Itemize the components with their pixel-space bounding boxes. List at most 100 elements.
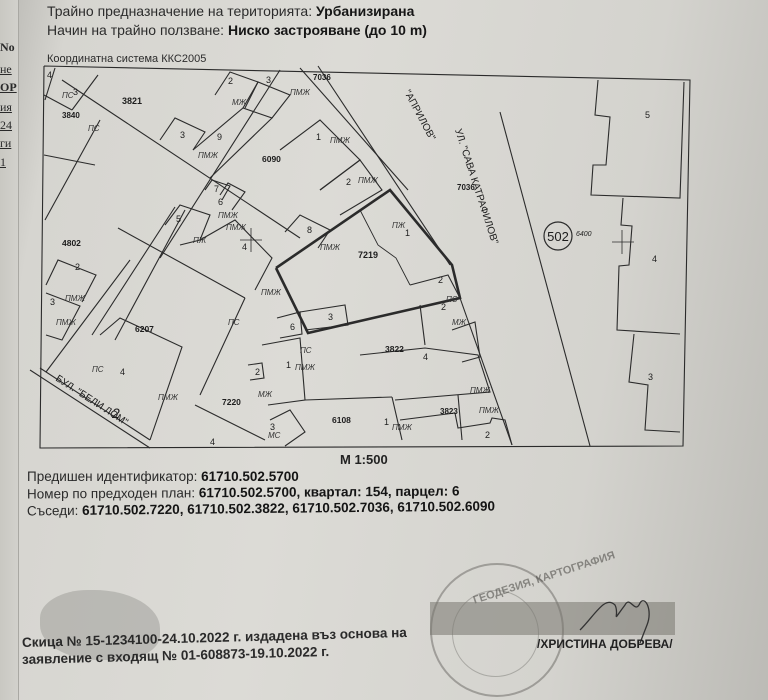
svg-text:ПЖ: ПЖ [193,236,207,245]
svg-text:2: 2 [228,76,233,86]
svg-text:ПМЖ: ПМЖ [198,151,218,160]
signature [579,600,650,644]
edge-fragment: ия [0,100,12,114]
svg-text:3: 3 [73,87,78,97]
svg-text:2: 2 [438,275,443,285]
faded-map-stamp [40,590,160,660]
svg-text:ПС: ПС [92,365,104,374]
edge-fragment: OP [0,80,17,94]
svg-text:3: 3 [328,312,333,322]
svg-text:ПМЖ: ПМЖ [479,406,499,415]
parcel-label: 4802 [62,238,81,248]
signer-name: /ХРИСТИНА ДОБРЕВА/ [537,637,673,651]
svg-text:2: 2 [255,367,260,377]
svg-text:1: 1 [286,360,291,370]
block-circle [543,221,573,251]
svg-text:ПМЖ: ПМЖ [392,423,412,432]
svg-text:4: 4 [120,367,125,377]
svg-text:3: 3 [266,75,271,85]
svg-text:4: 4 [423,352,428,362]
svg-text:1: 1 [316,132,321,142]
svg-text:ПС: ПС [88,124,100,133]
cadastral-map: 502 7219 3821 3840 6090 7036 7036 4802 6… [29,65,691,449]
parcel-label: 6108 [332,415,351,425]
svg-text:МЖ: МЖ [232,98,247,107]
svg-text:ПМЖ: ПМЖ [261,288,281,297]
svg-text:5: 5 [176,214,181,224]
edge-fragment: No [0,40,15,54]
svg-text:2: 2 [441,302,446,312]
parcel-label: 7036 [313,73,331,82]
svg-text:3: 3 [270,422,275,432]
svg-text:4: 4 [652,254,657,264]
prev-id-value: 61710.502.5700 [201,469,299,484]
edge-fragment: 1 [0,155,6,169]
usage-type: Начин на трайно ползване: Ниско застрояв… [47,22,427,38]
svg-text:ПС: ПС [62,91,74,100]
parcel-label: 3822 [385,344,404,354]
svg-text:6: 6 [218,197,223,207]
territory-purpose: Трайно предназначение на територията: Ур… [47,3,414,19]
svg-text:ПМЖ: ПМЖ [65,294,85,303]
svg-text:8: 8 [307,225,312,235]
svg-text:ПМЖ: ПМЖ [320,243,340,252]
svg-text:2: 2 [111,405,120,421]
parcel-label: 3821 [122,96,142,106]
svg-text:ПМЖ: ПМЖ [358,176,378,185]
main-parcel-boundary [274,188,462,335]
edge-fragment: 24 [0,118,12,132]
svg-text:2: 2 [485,430,490,440]
svg-text:ПМЖ: ПМЖ [470,386,490,395]
redaction-bar [430,602,675,635]
main-parcel-number: 7219 [358,250,378,260]
svg-text:МЖ: МЖ [452,318,467,327]
svg-text:ПМЖ: ПМЖ [330,136,350,145]
svg-text:7: 7 [214,184,219,194]
parcel-label: 3840 [62,111,80,120]
block-number: 502 [547,229,569,244]
svg-text:МС: МС [268,431,281,440]
edge-fragment: ги [0,136,12,150]
map-scale: М 1:500 [340,452,388,467]
svg-text:3: 3 [180,130,185,140]
svg-text:ПМЖ: ПМЖ [218,211,238,220]
neighbors-value: 61710.502.7220, 61710.502.3822, 61710.50… [82,498,496,518]
parcel-label: 6090 [262,154,281,164]
svg-text:ПС: ПС [300,346,312,355]
parcel-label: 6207 [135,324,154,334]
svg-text:МЖ: МЖ [258,390,273,399]
coordinate-system: Координатна система ККС2005 [47,53,207,65]
street-label: "АПРИЛОВ" [401,88,437,143]
previous-identifier: Предишен идентификатор: 61710.502.5700 [27,469,299,484]
edge-fragment: не [0,62,12,76]
svg-text:3: 3 [648,372,653,382]
prev-plan-value: 61710.502.5700, квартал: 154, парцел: 6 [198,483,460,501]
parcel-label: 6400 [576,231,592,238]
svg-text:2: 2 [346,177,351,187]
svg-text:ПМЖ: ПМЖ [56,318,76,327]
parcel-label: 7220 [222,397,241,407]
svg-text:ПМЖ: ПМЖ [226,223,246,232]
usage-label: Начин на трайно ползване: [47,22,225,38]
svg-text:ПМЖ: ПМЖ [290,88,310,97]
svg-text:ПМЖ: ПМЖ [295,363,315,372]
parcel-label: 7036 [457,183,475,192]
svg-text:3: 3 [50,297,55,307]
svg-text:9: 9 [217,132,222,142]
svg-text:ПМЖ: ПМЖ [158,393,178,402]
prev-id-label: Предишен идентификатор: [27,469,198,484]
svg-text:5: 5 [645,110,650,120]
svg-text:ПЖ: ПЖ [392,221,406,230]
svg-text:6: 6 [290,322,295,332]
svg-text:1: 1 [384,417,389,427]
prev-plan-label: Номер по предходен план: [26,485,196,502]
neighbors-label: Съседи: [26,502,79,519]
svg-text:4: 4 [242,242,247,252]
purpose-value: Урбанизирана [315,3,415,19]
adjacent-page-edge [0,0,19,700]
svg-text:ПС: ПС [446,295,458,304]
svg-text:1: 1 [405,228,410,238]
usage-value: Ниско застрояване (до 10 m) [227,22,427,38]
purpose-label: Трайно предназначение на територията: [47,3,313,19]
svg-text:2: 2 [75,262,80,272]
